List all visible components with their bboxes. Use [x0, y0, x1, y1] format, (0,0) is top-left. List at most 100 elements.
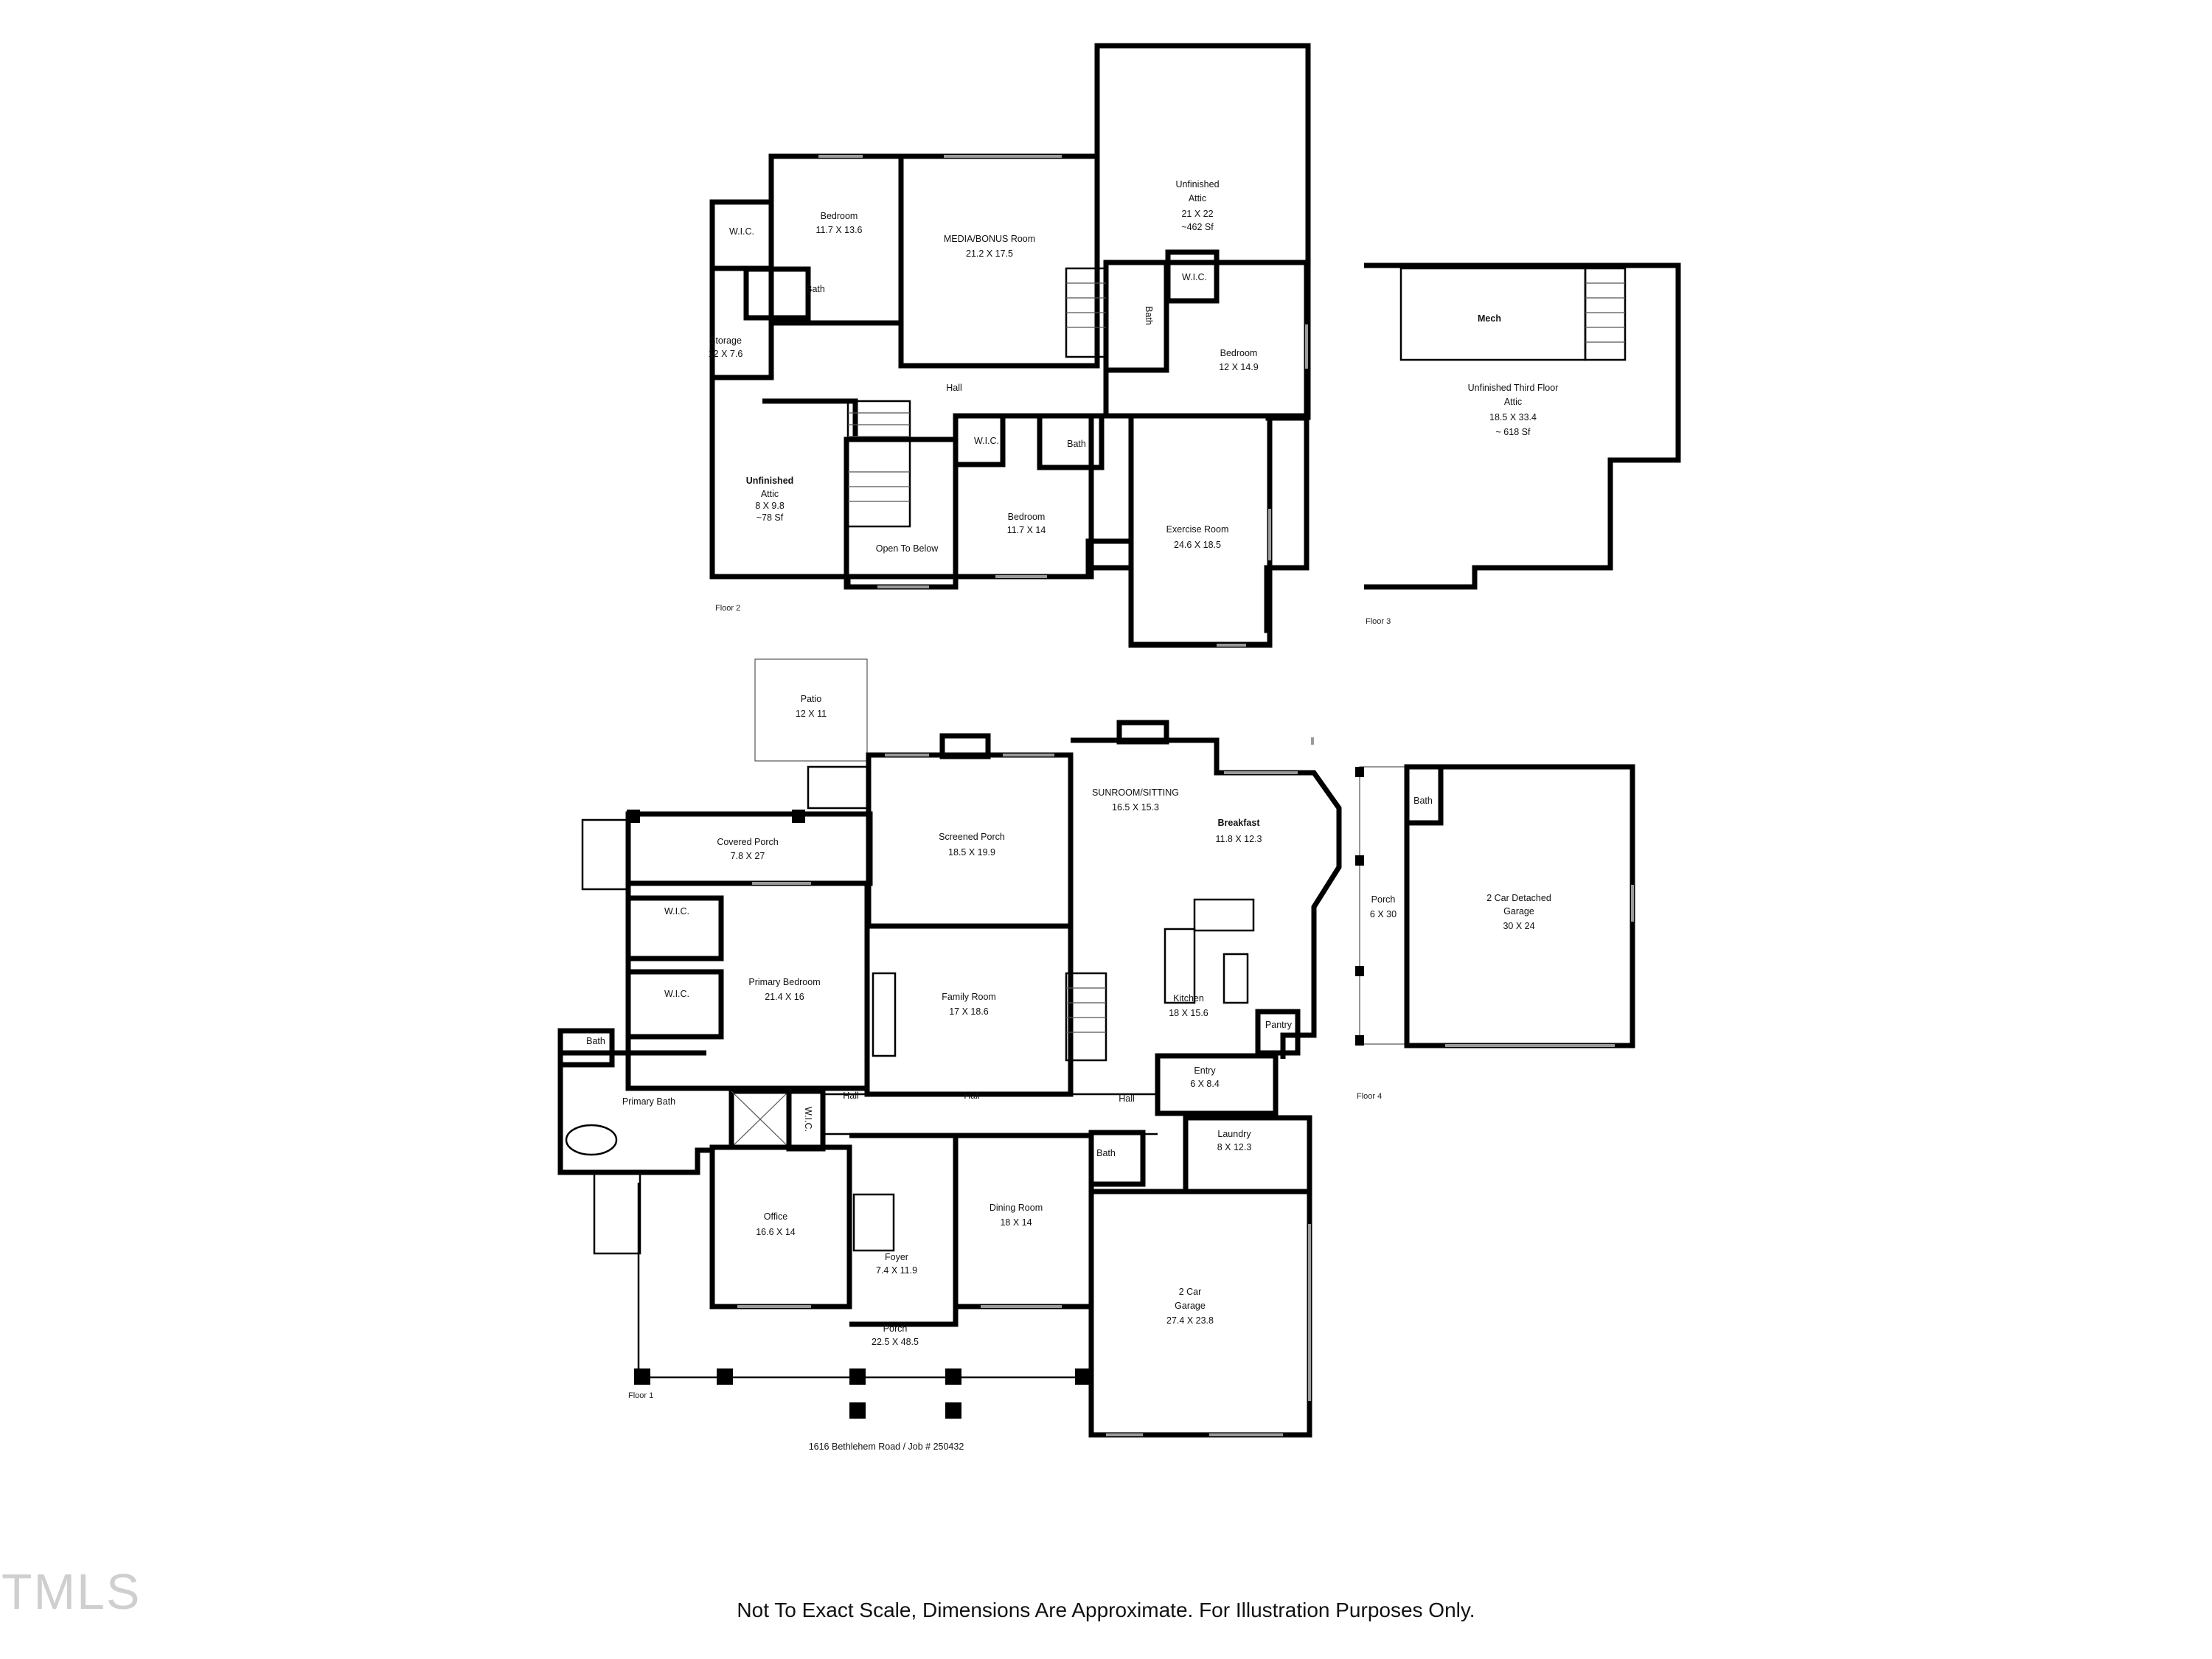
primary-bath-label: Primary Bath — [622, 1096, 675, 1107]
office-dim: 16.6 X 14 — [756, 1227, 796, 1237]
bedroom-e-wall — [1103, 260, 1310, 419]
kitchen-peninsula — [1164, 928, 1196, 1004]
porch-post — [1075, 1368, 1091, 1385]
f2-bath-mid-label: Bath — [1067, 439, 1086, 449]
floor-2-outer-wall — [709, 43, 1311, 648]
f2-exercise-name: Exercise Room — [1166, 524, 1229, 535]
f2-media-dim: 21.2 X 17.5 — [966, 248, 1013, 259]
screened-fireplace — [939, 733, 991, 759]
dining-room-name: Dining Room — [990, 1203, 1043, 1213]
f2-open-below-label: Open To Below — [876, 543, 939, 554]
floor-2-plan: W.I.C. Bedroom 11.7 X 13.6 Bath Storage … — [709, 43, 1311, 648]
f2-bedroom-s-dim: 11.7 X 14 — [1007, 525, 1046, 535]
f2-media-name: MEDIA/BONUS Room — [944, 234, 1035, 244]
floor-3-outer-wall — [1364, 262, 1681, 590]
kitchen-name: Kitchen — [1173, 993, 1204, 1004]
patio-steps — [807, 765, 869, 810]
screened-porch-dim: 18.5 X 19.9 — [948, 847, 995, 858]
f2-exercise-dim: 24.6 X 18.5 — [1174, 540, 1221, 550]
garage-sub: Garage — [1175, 1301, 1206, 1311]
garage-name: 2 Car — [1179, 1287, 1202, 1297]
breakfast-dim: 11.8 X 12.3 — [1215, 834, 1262, 844]
wic-c-label: W.I.C. — [803, 1107, 813, 1132]
foyer-stairs — [852, 1193, 895, 1252]
f4-porch-dim: 6 X 30 — [1370, 909, 1397, 919]
laundry-name: Laundry — [1217, 1129, 1251, 1139]
f2-wic-ne-label: W.I.C. — [1182, 272, 1207, 282]
foyer-dim: 7.4 X 11.9 — [876, 1265, 917, 1276]
family-room-name: Family Room — [942, 992, 996, 1002]
foyer-name: Foyer — [885, 1252, 908, 1262]
primary-bath-wc-wall — [557, 1028, 615, 1068]
f4-garage-name: 2 Car Detached — [1486, 893, 1551, 903]
sunroom-name: SUNROOM/SITTING — [1092, 787, 1179, 798]
exercise-notch-wall — [1091, 538, 1134, 568]
f2-bedroom-e-dim: 12 X 14.9 — [1219, 362, 1259, 372]
f2-attic-w-sub: Attic — [761, 489, 779, 499]
patio-dim: 12 X 11 — [796, 709, 827, 719]
bathtub — [565, 1124, 618, 1156]
covered-porch-steps — [581, 818, 630, 891]
wic-ne-wall — [1165, 249, 1220, 304]
breakfast-name: Breakfast — [1218, 818, 1261, 828]
kitchen-dim: 18 X 15.6 — [1169, 1008, 1208, 1018]
sunroom-dim: 16.5 X 15.3 — [1112, 802, 1159, 813]
half-bath-wall — [1088, 1130, 1146, 1187]
hall-b-label: Hall — [964, 1091, 980, 1101]
front-porch-steps — [593, 1171, 641, 1255]
f2-attic-ne-dim: 21 X 22 — [1181, 209, 1213, 219]
office-name: Office — [764, 1211, 787, 1222]
porch-post — [627, 810, 640, 823]
f3-attic-sub: Attic — [1504, 397, 1522, 407]
family-room-dim: 17 X 18.6 — [949, 1006, 989, 1017]
family-fireplace — [872, 972, 897, 1057]
f2-bath-nw-label: Bath — [806, 284, 825, 294]
f4-garage-dim: 30 X 24 — [1503, 921, 1534, 931]
kitchen-island — [1222, 953, 1249, 1004]
f2-bath-ne-label: Bath — [1144, 306, 1154, 325]
primary-bedroom-dim: 21.4 X 16 — [765, 992, 804, 1002]
media-room-wall — [898, 153, 1100, 369]
porch-post — [849, 1402, 866, 1419]
f2-attic-w-dim: 8 X 9.8 — [755, 501, 785, 511]
disclaimer-text: Not To Exact Scale, Dimensions Are Appro… — [737, 1599, 1475, 1621]
floor-1-stairs — [1065, 972, 1107, 1062]
f2-attic-ne-sub: Attic — [1189, 193, 1206, 204]
porch-post — [1355, 966, 1364, 976]
f4-bath-label: Bath — [1413, 796, 1433, 806]
porch-post — [1355, 855, 1364, 866]
mls-logo: TMLS — [1, 1564, 142, 1620]
wic-a-label: W.I.C. — [664, 906, 689, 917]
entry-name: Entry — [1194, 1065, 1216, 1076]
patio-name: Patio — [801, 694, 822, 704]
floor-2-windows — [818, 155, 1308, 647]
laundry-dim: 8 X 12.3 — [1217, 1142, 1252, 1152]
f2-attic-w-area: ~78 Sf — [757, 512, 784, 523]
covered-porch-name: Covered Porch — [717, 837, 778, 847]
covered-porch-dim: 7.8 X 27 — [731, 851, 765, 861]
floor-3-plan: Mech Unfinished Third Floor Attic 18.5 X… — [1364, 262, 1681, 626]
entry-wall — [1155, 1053, 1279, 1116]
f2-wic-mid-label: W.I.C. — [974, 436, 999, 446]
porch-post — [792, 810, 805, 823]
primary-bedroom-name: Primary Bedroom — [748, 977, 820, 987]
porch-post — [1355, 767, 1364, 777]
pantry-wall — [1255, 1009, 1301, 1056]
f3-mech-label: Mech — [1478, 313, 1501, 324]
porch-post — [945, 1368, 961, 1385]
f2-storage-dim: 12 X 7.6 — [709, 349, 743, 359]
bedroom-nw-wall — [768, 153, 904, 326]
kitchen-counter — [1193, 898, 1255, 932]
primary-wc-label: Bath — [586, 1036, 605, 1046]
patio-outline — [754, 658, 868, 762]
f4-porch-name: Porch — [1371, 894, 1396, 905]
floor-1-plan: Patio 12 X 11 Covered Porch 7.8 X 27 Scr… — [557, 658, 1342, 1452]
wic-b-label: W.I.C. — [664, 989, 689, 999]
floor-4-plan: Bath Porch 6 X 30 2 Car Detached Garage … — [1355, 764, 1635, 1101]
porch-post — [634, 1368, 650, 1385]
floor-2-stairs — [846, 267, 1107, 528]
dining-room-dim: 18 X 14 — [1000, 1217, 1032, 1228]
f3-attic-name: Unfinished Third Floor — [1468, 383, 1559, 393]
sunroom-fireplace — [1116, 720, 1169, 745]
